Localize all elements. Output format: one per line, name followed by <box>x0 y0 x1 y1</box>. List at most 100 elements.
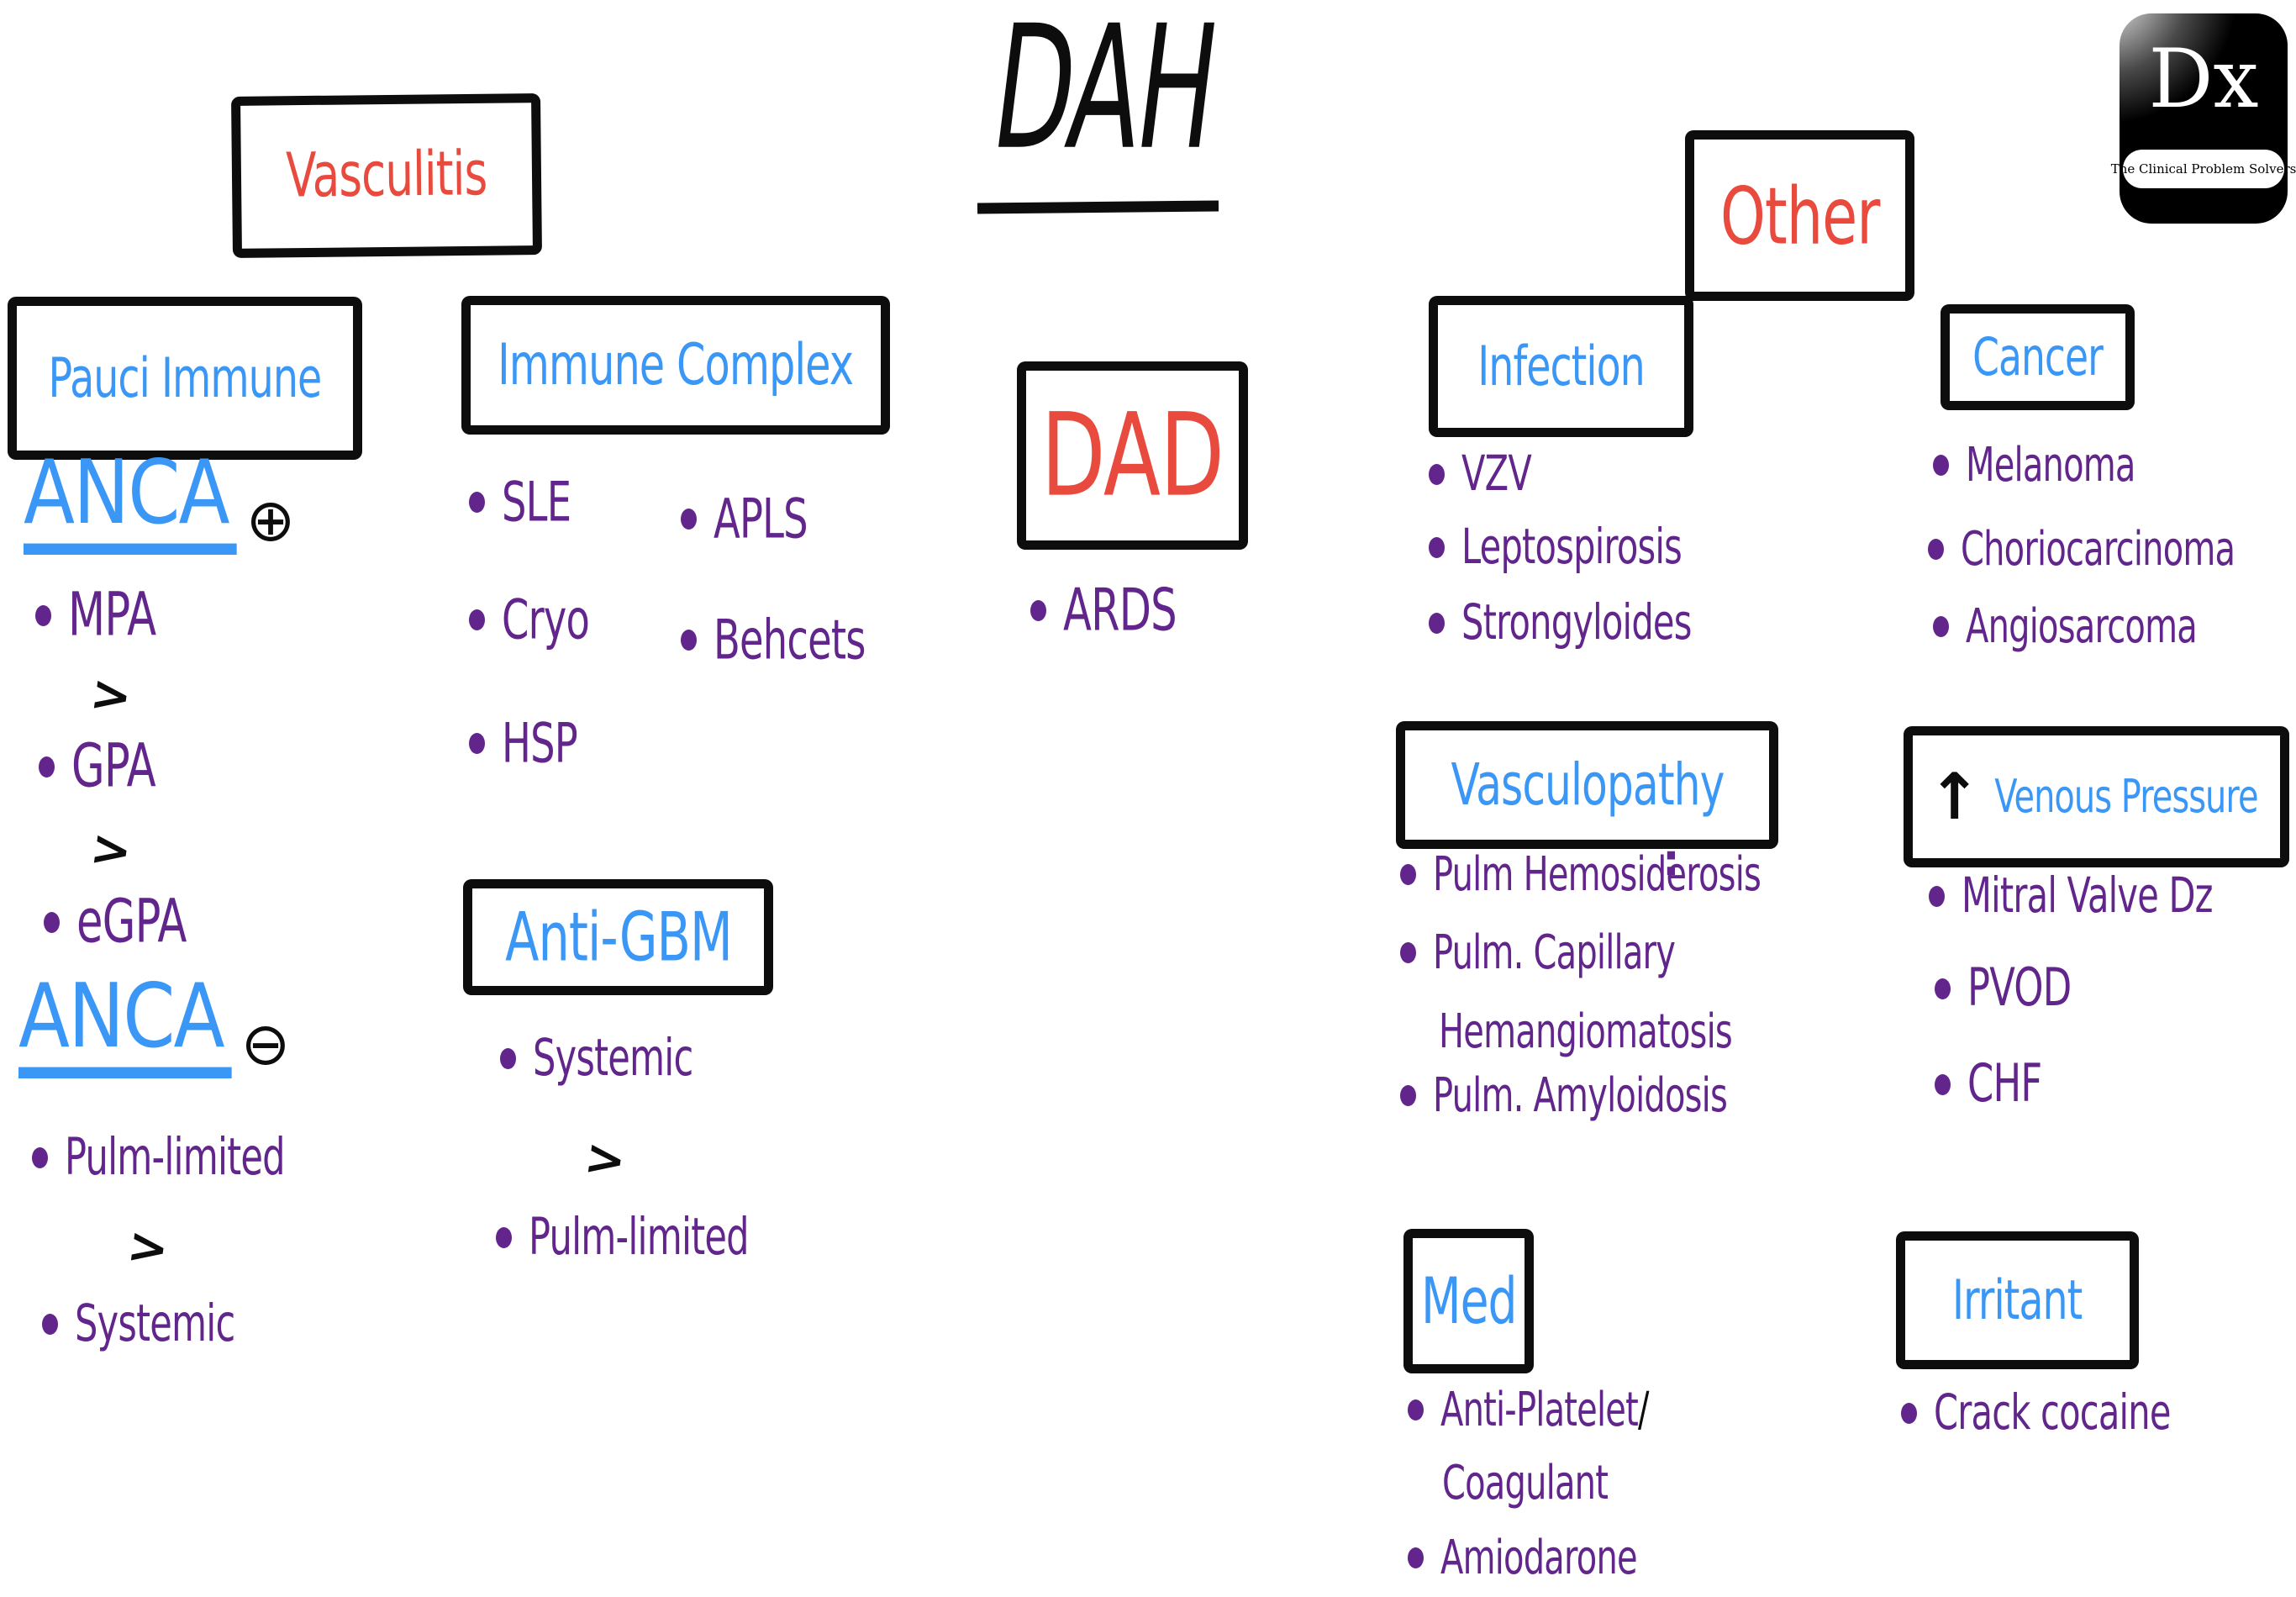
item-gpa: GPA <box>39 736 176 797</box>
immune-complex-box: Immune Complex <box>461 296 890 435</box>
item-apls: APLS <box>681 492 831 546</box>
item-vzv: VZV <box>1429 450 1549 498</box>
anca-positive-heading: ANCA ⊕ <box>24 449 296 555</box>
bullet-icon <box>1901 1402 1917 1424</box>
bullet-icon <box>469 609 485 630</box>
bullet-icon <box>1400 1084 1416 1106</box>
bullet-icon <box>1408 1547 1424 1568</box>
vasculitis-label: Vasculitis <box>286 138 487 212</box>
bullet-icon <box>500 1047 516 1069</box>
anca-negative-label: ANCA <box>18 972 232 1078</box>
item-sle: SLE <box>469 475 588 529</box>
pauci-immune-label: Pauci Immune <box>48 346 323 410</box>
item-hsp: HSP <box>469 716 596 770</box>
title-underline <box>977 200 1219 214</box>
item-pulm-amyloidosis: Pulm. Amyloidosis <box>1400 1072 1801 1119</box>
bullet-icon <box>1928 538 1944 560</box>
vasculopathy-colon: : <box>1662 835 1680 886</box>
bullet-icon <box>681 629 697 651</box>
dad-label: DAD <box>1040 388 1224 522</box>
brand-logo: Dx The Clinical Problem Solvers <box>2111 13 2296 224</box>
logo-monogram: Dx <box>2148 32 2259 126</box>
bullet-icon <box>39 756 55 777</box>
irritant-box: Irritant <box>1896 1231 2139 1369</box>
bullet-icon <box>496 1226 512 1248</box>
anti-gbm-label: Anti-GBM <box>504 896 733 977</box>
pauci-immune-box: Pauci Immune <box>8 297 362 460</box>
item-leptospirosis: Leptospirosis <box>1429 523 1737 572</box>
page-title-text: DAH <box>982 0 1226 188</box>
infection-label: Infection <box>1477 335 1646 398</box>
progression-arrow-icon: > <box>87 818 136 882</box>
bullet-icon <box>469 732 485 754</box>
bullet-icon <box>42 1313 58 1335</box>
cancer-box: Cancer <box>1941 304 2135 410</box>
anca-negative-icon: ⊖ <box>240 1009 291 1078</box>
med-label: Med <box>1420 1263 1518 1339</box>
logo-tagline: The Clinical Problem Solvers <box>2110 161 2296 177</box>
infection-box: Infection <box>1429 296 1693 437</box>
item-strongyloides: Strongyloides <box>1429 598 1749 647</box>
vasculopathy-box: Vasculopathy <box>1396 721 1778 849</box>
item-pulm-hemosiderosis: Pulm Hemosiderosis <box>1400 851 1843 898</box>
med-box: Med <box>1403 1229 1534 1373</box>
venous-pressure-label: Venous Pressure <box>1994 769 2259 824</box>
logo-tagline-pill: The Clinical Problem Solvers <box>2111 150 2296 188</box>
dad-box: DAD <box>1017 361 1248 550</box>
item-anti-platelet-coagulant: Anti-Platelet/ <box>1408 1386 1701 1433</box>
item-pulm-capillary-hemangiomatosis: Pulm. Capillary <box>1400 929 1735 976</box>
item-mpa: MPA <box>35 585 178 646</box>
progression-arrow-icon: > <box>87 663 136 727</box>
cancer-label: Cancer <box>1972 326 2104 388</box>
item-ards: ARDS <box>1030 581 1205 639</box>
bullet-icon <box>469 491 485 513</box>
bullet-icon <box>1400 863 1416 885</box>
vasculitis-box: Vasculitis <box>231 93 542 258</box>
bullet-icon <box>1429 536 1445 558</box>
item-pulm-capillary-hemangiomatosis-line2: Hemangiomatosis <box>1439 1004 1733 1059</box>
page-title: DAH <box>983 0 1241 188</box>
bullet-icon <box>1429 612 1445 634</box>
bullet-icon <box>1933 615 1949 637</box>
bullet-icon <box>681 508 697 530</box>
item-mitral-valve-dz: Mitral Valve Dz <box>1929 872 2275 920</box>
irritant-label: Irritant <box>1952 1268 2083 1332</box>
other-label: Other <box>1719 169 1880 262</box>
item-pulm-limited-gbm: Pulm-limited <box>496 1211 803 1262</box>
progression-arrow-icon: > <box>581 1127 630 1191</box>
slash-mark: / <box>1638 1382 1649 1437</box>
other-box: Other <box>1685 130 1914 301</box>
up-arrow-icon: ↑ <box>1927 759 1982 834</box>
bullet-icon <box>1929 885 1945 907</box>
bullet-icon <box>1429 463 1445 485</box>
item-anti-platelet-coagulant-line2: Coagulant <box>1442 1455 1609 1510</box>
item-crack-cocaine: Crack cocaine <box>1901 1389 2230 1437</box>
anca-negative-heading: ANCA ⊖ <box>18 972 291 1078</box>
item-egpa: eGPA <box>44 892 213 952</box>
item-choriocarcinoma: Choriocarcinoma <box>1928 525 2296 572</box>
bullet-icon <box>1933 454 1949 476</box>
vasculopathy-label: Vasculopathy <box>1451 751 1725 819</box>
item-pvod: PVOD <box>1935 962 2097 1015</box>
anca-positive-icon: ⊕ <box>245 486 296 555</box>
anca-positive-label: ANCA <box>24 449 237 555</box>
bullet-icon <box>1935 1073 1951 1095</box>
bullet-icon <box>44 911 60 933</box>
bullet-icon <box>1408 1399 1424 1420</box>
item-angiosarcoma: Angiosarcoma <box>1933 603 2255 650</box>
progression-arrow-icon: > <box>124 1215 173 1279</box>
bullet-icon <box>1935 978 1951 999</box>
bullet-icon <box>32 1146 48 1168</box>
bullet-icon <box>1400 941 1416 963</box>
immune-complex-label: Immune Complex <box>498 332 855 398</box>
anti-gbm-box: Anti-GBM <box>463 879 773 995</box>
venous-pressure-box: ↑ Venous Pressure <box>1904 726 2289 867</box>
item-chf: CHF <box>1935 1057 2060 1110</box>
item-behcets: Behcets <box>681 613 903 667</box>
item-melanoma: Melanoma <box>1933 441 2178 488</box>
item-pulm-limited-anca: Pulm-limited <box>32 1131 340 1183</box>
item-systemic-gbm: Systemic <box>500 1032 733 1083</box>
item-cryo: Cryo <box>469 593 611 646</box>
bullet-icon <box>1030 599 1046 621</box>
